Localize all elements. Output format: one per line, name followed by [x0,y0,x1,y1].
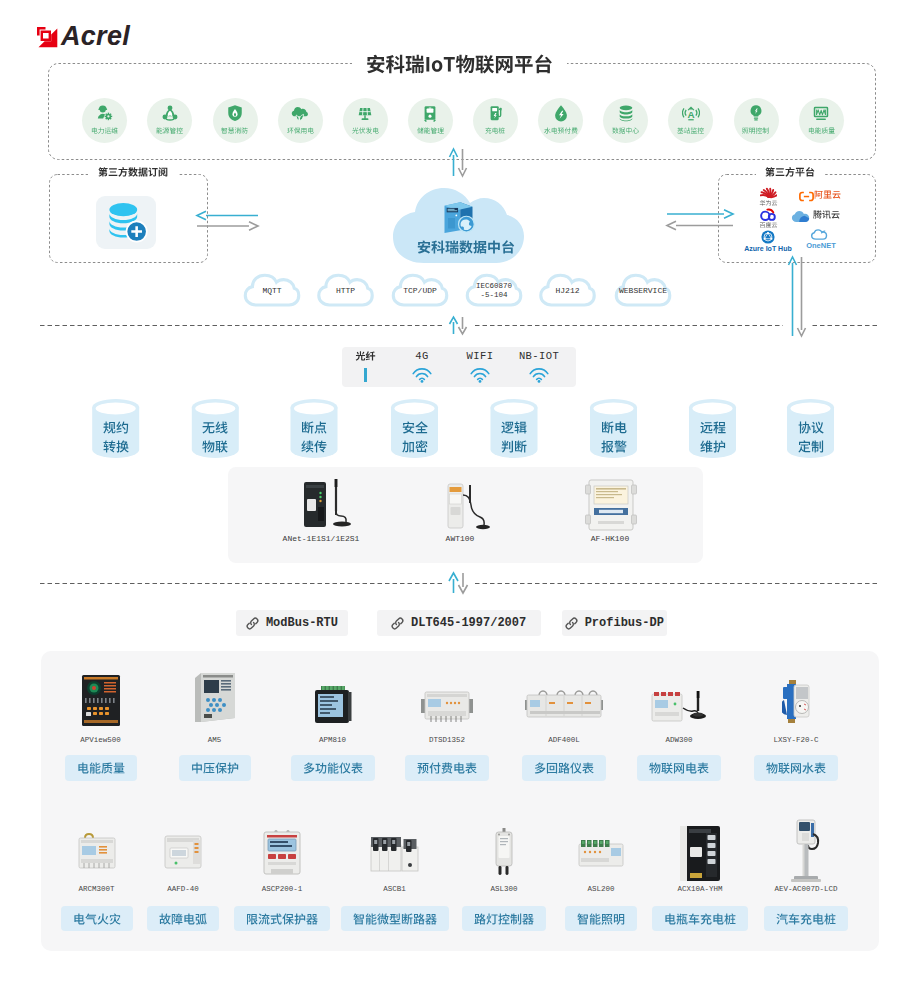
svg-text:A: A [687,109,694,120]
